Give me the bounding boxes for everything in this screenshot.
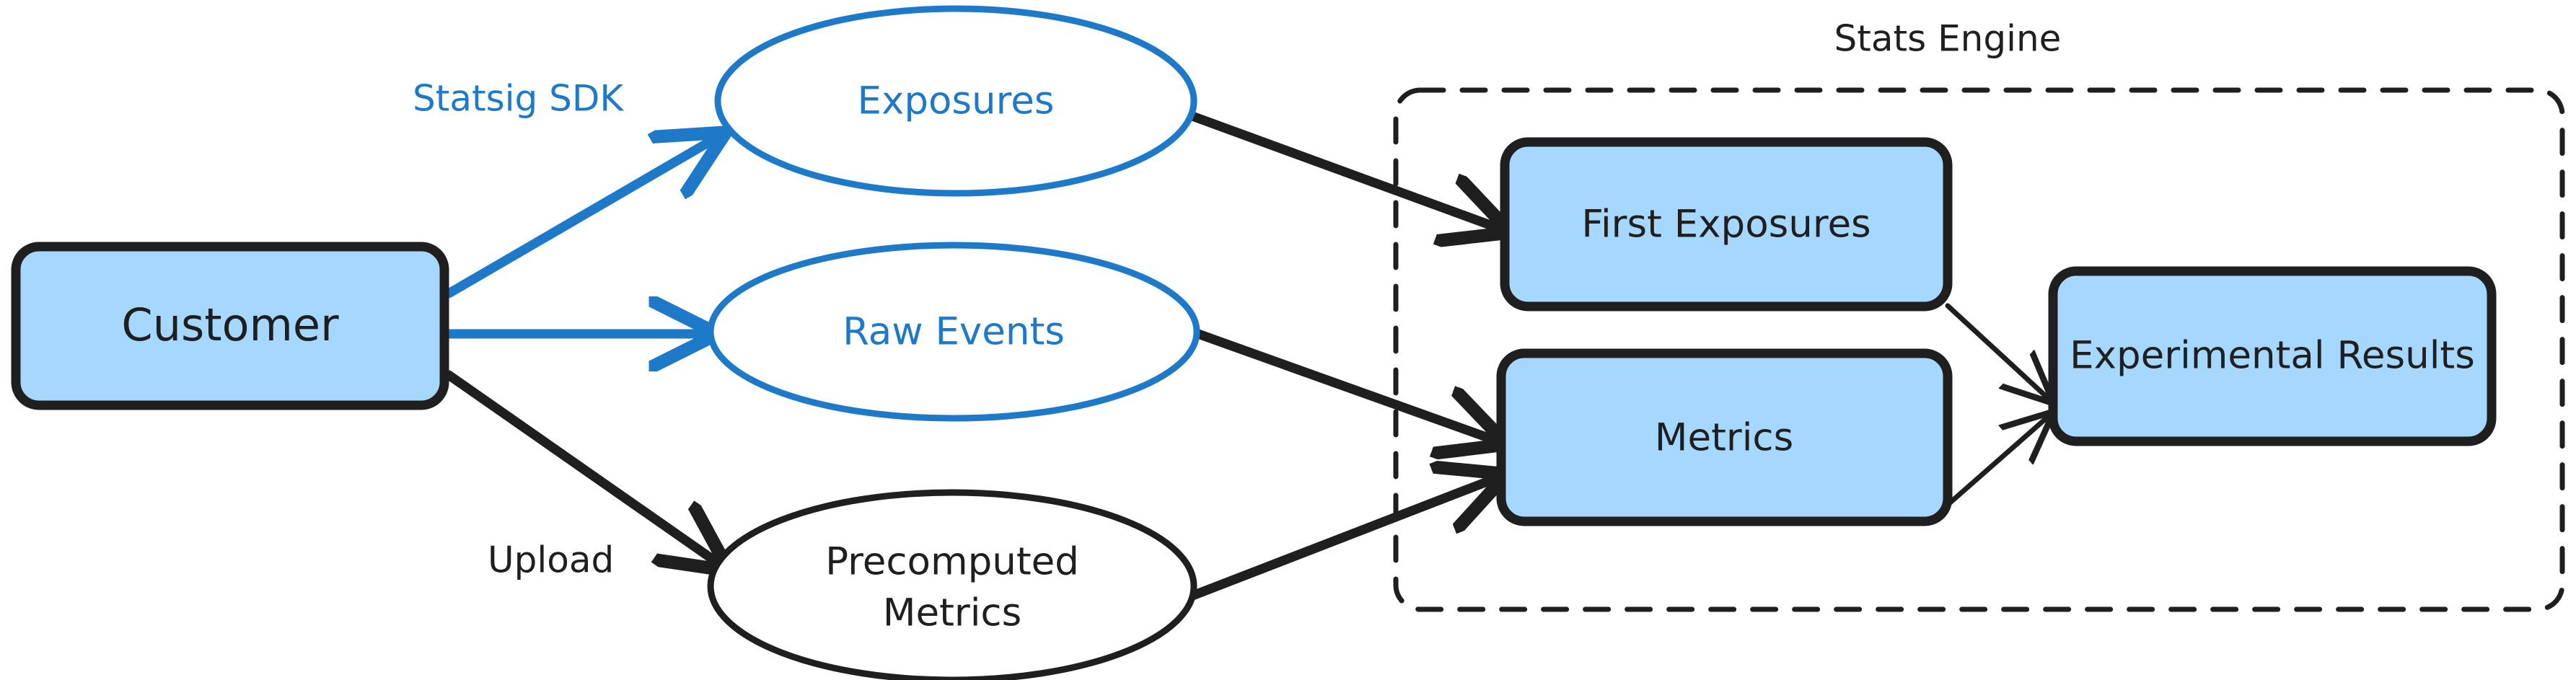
edge-label-statsig-sdk: Statsig SDK <box>413 78 624 120</box>
node-metrics-label: Metrics <box>1655 416 1793 460</box>
node-experimental-results-label: Experimental Results <box>2070 334 2475 378</box>
node-exposures-shape <box>714 5 1197 197</box>
node-experimental-results[interactable]: Experimental Results <box>2048 266 2497 446</box>
node-customer[interactable]: Customer <box>11 242 449 410</box>
node-precomputed-metrics-label-line2: Metrics <box>883 591 1021 635</box>
edge-customer-to-exposures <box>444 137 718 299</box>
node-customer-shape <box>11 242 449 410</box>
edge-labels-layer: Statsig SDK Upload <box>413 78 624 581</box>
node-precomputed-metrics-label-line1: Precomputed <box>825 540 1079 584</box>
node-raw-events[interactable]: Raw Events <box>707 242 1200 422</box>
node-raw-events-label: Raw Events <box>843 310 1065 354</box>
edges-layer <box>444 110 2049 604</box>
node-metrics-shape <box>1496 348 1953 526</box>
edge-customer-to-precomputed-metrics <box>444 370 721 565</box>
edge-raw-events-to-metrics <box>1183 325 1498 441</box>
node-exposures-label: Exposures <box>858 79 1055 123</box>
node-customer-label: Customer <box>121 299 339 351</box>
edge-precomputed-metrics-to-metrics <box>1180 477 1498 604</box>
edge-label-upload: Upload <box>488 539 614 581</box>
edge-first-exposures-to-experimental-results <box>1945 303 2049 399</box>
node-raw-events-shape <box>707 242 1200 422</box>
node-precomputed-metrics[interactable]: Precomputed Metrics <box>707 489 1197 680</box>
node-first-exposures-shape <box>1500 137 1953 312</box>
edge-metrics-to-experimental-results <box>1945 416 2049 508</box>
node-experimental-results-shape <box>2048 266 2497 446</box>
stats-engine-subgraph: Stats Engine <box>1393 18 2565 612</box>
node-exposures[interactable]: Exposures <box>714 5 1197 197</box>
edge-exposures-to-first-exposures <box>1185 110 1502 229</box>
node-metrics[interactable]: Metrics <box>1496 348 1953 526</box>
node-first-exposures[interactable]: First Exposures <box>1500 137 1953 312</box>
node-precomputed-metrics-shape <box>707 489 1197 680</box>
stats-engine-border <box>1393 87 2565 612</box>
node-first-exposures-label: First Exposures <box>1581 203 1871 247</box>
stats-engine-label: Stats Engine <box>1834 18 2062 60</box>
